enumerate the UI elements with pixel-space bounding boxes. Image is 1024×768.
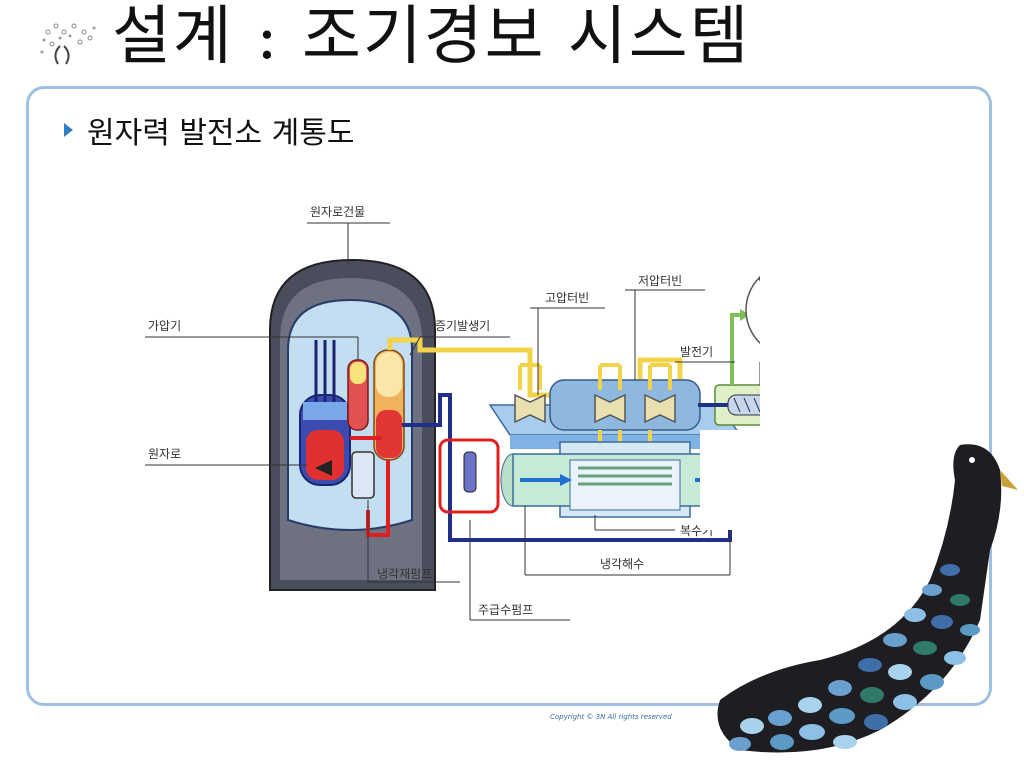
label-generator: 발전기 — [680, 345, 713, 359]
generator — [698, 309, 760, 426]
flower-logo-icon — [40, 23, 96, 65]
bullet-arrow-icon — [64, 123, 73, 137]
condenser — [500, 441, 760, 518]
label-cooling-seawater: 냉각해수 — [600, 557, 644, 571]
label-steam-generator: 증기발생기 — [435, 319, 490, 333]
label-reactor: 원자로 — [148, 447, 181, 461]
highlight-box — [438, 438, 500, 514]
coolant-pump — [351, 451, 375, 499]
diagram-copyright: Copyright © 3N All rights reserved — [550, 713, 672, 721]
pressurizer — [347, 359, 369, 431]
bullet-text: 원자력 발전소 계통도 — [87, 116, 355, 151]
label-pressurizer: 가압기 — [148, 319, 181, 333]
label-lp-turbine: 저압터빈 — [638, 274, 682, 288]
steam-generator — [373, 349, 405, 461]
slide-title: 설계 : 조기경보 시스템 — [112, 0, 751, 74]
peacock-decoration — [700, 430, 1018, 753]
reactor-vessel — [299, 340, 351, 486]
turbines — [514, 393, 676, 424]
label-coolant-pump: 냉각재펌프 — [377, 567, 432, 581]
bullet-item: 원자력 발전소 계통도 — [64, 108, 354, 152]
feedwater-pump — [463, 451, 477, 493]
label-feedwater-pump: 주급수펌프 — [478, 603, 533, 617]
label-hp-turbine: 고압터빈 — [545, 291, 589, 305]
label-reactor-building: 원자로건물 — [310, 205, 365, 219]
content-frame — [26, 86, 992, 706]
plant-diagram: 원자로건물 가압기 증기발생기 원자로 냉각재펌프 주급수펌프 고압터빈 저압터… — [145, 205, 760, 621]
transformer-icon — [745, 275, 760, 345]
